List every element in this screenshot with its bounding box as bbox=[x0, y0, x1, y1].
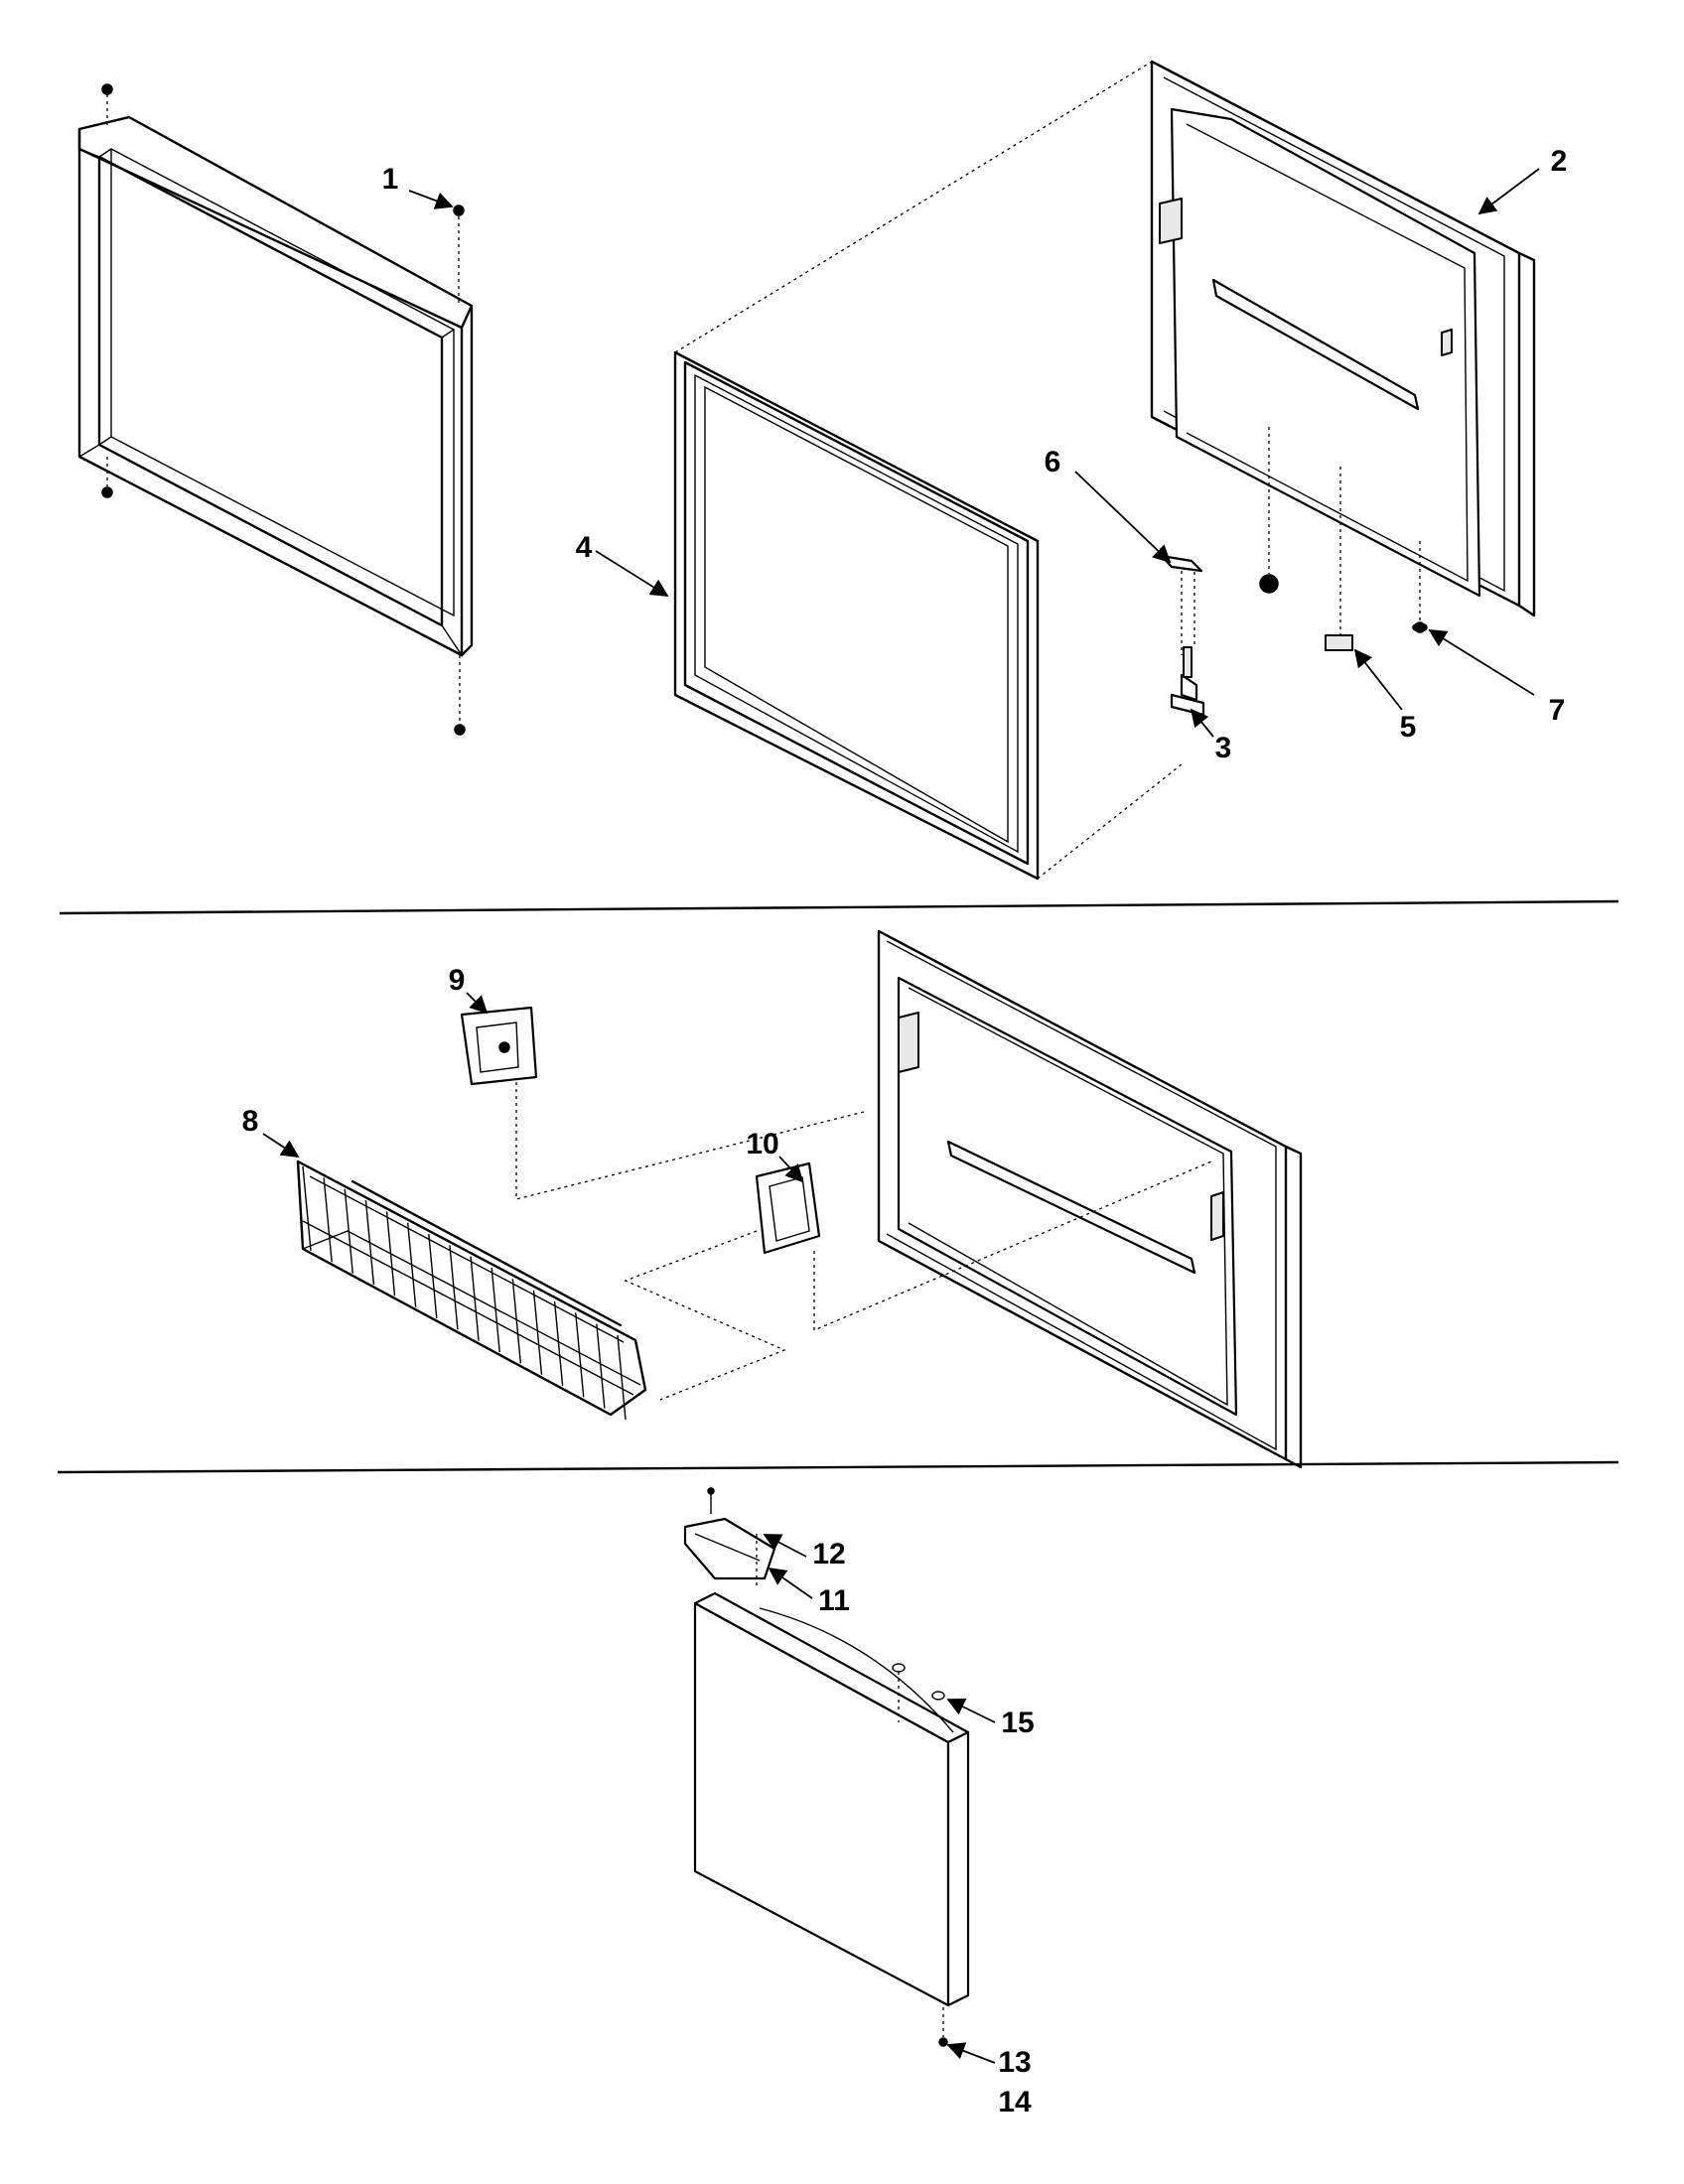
callout-15: 15 bbox=[1001, 1706, 1034, 1739]
door-frame bbox=[77, 83, 474, 736]
screw-icon bbox=[101, 83, 113, 95]
leader-line bbox=[946, 1699, 996, 1723]
leader-line bbox=[763, 1534, 807, 1558]
projection-line bbox=[515, 1082, 865, 1200]
hinge-bracket bbox=[1160, 554, 1203, 655]
callout-6: 6 bbox=[1045, 446, 1061, 478]
leader-line bbox=[595, 550, 669, 597]
section-middle: 9 8 10 bbox=[242, 929, 1303, 1469]
screw-icon bbox=[101, 486, 113, 498]
leader-line bbox=[778, 1156, 804, 1183]
callout-8: 8 bbox=[242, 1105, 259, 1138]
leader-line bbox=[768, 1567, 813, 1599]
door-shelf-end-cap-left bbox=[460, 1006, 538, 1086]
callout-3: 3 bbox=[1215, 732, 1232, 764]
hinge-pin bbox=[1170, 646, 1205, 717]
callout-11: 11 bbox=[818, 1584, 850, 1617]
leader-line bbox=[1477, 168, 1540, 215]
door-bushing bbox=[1325, 634, 1353, 651]
callout-9: 9 bbox=[449, 964, 466, 997]
leader-line bbox=[466, 992, 489, 1015]
callout-2: 2 bbox=[1551, 145, 1568, 178]
screw-icon bbox=[938, 2037, 948, 2047]
projection-line bbox=[674, 61, 1153, 353]
wire-door-shelf bbox=[296, 1160, 647, 1421]
section-divider bbox=[59, 899, 1619, 915]
door-shelf-end-cap-right bbox=[755, 1161, 821, 1255]
leader-line bbox=[262, 1133, 300, 1158]
callout-5: 5 bbox=[1400, 711, 1417, 744]
section-bottom: 12 11 15 13 14 bbox=[683, 1487, 1035, 2118]
leader-line bbox=[946, 2042, 996, 2064]
callout-13: 13 bbox=[998, 2046, 1031, 2079]
projection-line bbox=[1037, 763, 1183, 880]
drawer-front-panel bbox=[693, 1591, 970, 2007]
door-gasket bbox=[673, 350, 1040, 881]
projection-line bbox=[813, 1160, 1212, 1331]
freezer-door-inner bbox=[877, 929, 1303, 1469]
projection-line bbox=[624, 1230, 786, 1401]
leader-line bbox=[1074, 471, 1172, 564]
callout-14: 14 bbox=[998, 2086, 1032, 2118]
callout-10: 10 bbox=[746, 1128, 778, 1160]
callout-4: 4 bbox=[576, 531, 593, 564]
leader-line bbox=[1353, 648, 1403, 711]
screw-icon bbox=[453, 205, 465, 216]
plug-icon bbox=[1259, 574, 1279, 594]
callout-12: 12 bbox=[812, 1538, 845, 1570]
section-divider bbox=[57, 1460, 1619, 1474]
hole-plug bbox=[1412, 622, 1428, 632]
callout-1: 1 bbox=[382, 163, 399, 196]
leader-line bbox=[1190, 708, 1214, 738]
screw-icon bbox=[454, 724, 466, 736]
leader-line bbox=[408, 190, 454, 209]
callout-7: 7 bbox=[1549, 694, 1566, 727]
drawer-handle bbox=[683, 1517, 776, 1580]
leader-line bbox=[1428, 629, 1535, 696]
door-inner-liner bbox=[1150, 60, 1536, 635]
section-top: 1 2 3 4 5 6 7 bbox=[77, 60, 1568, 881]
